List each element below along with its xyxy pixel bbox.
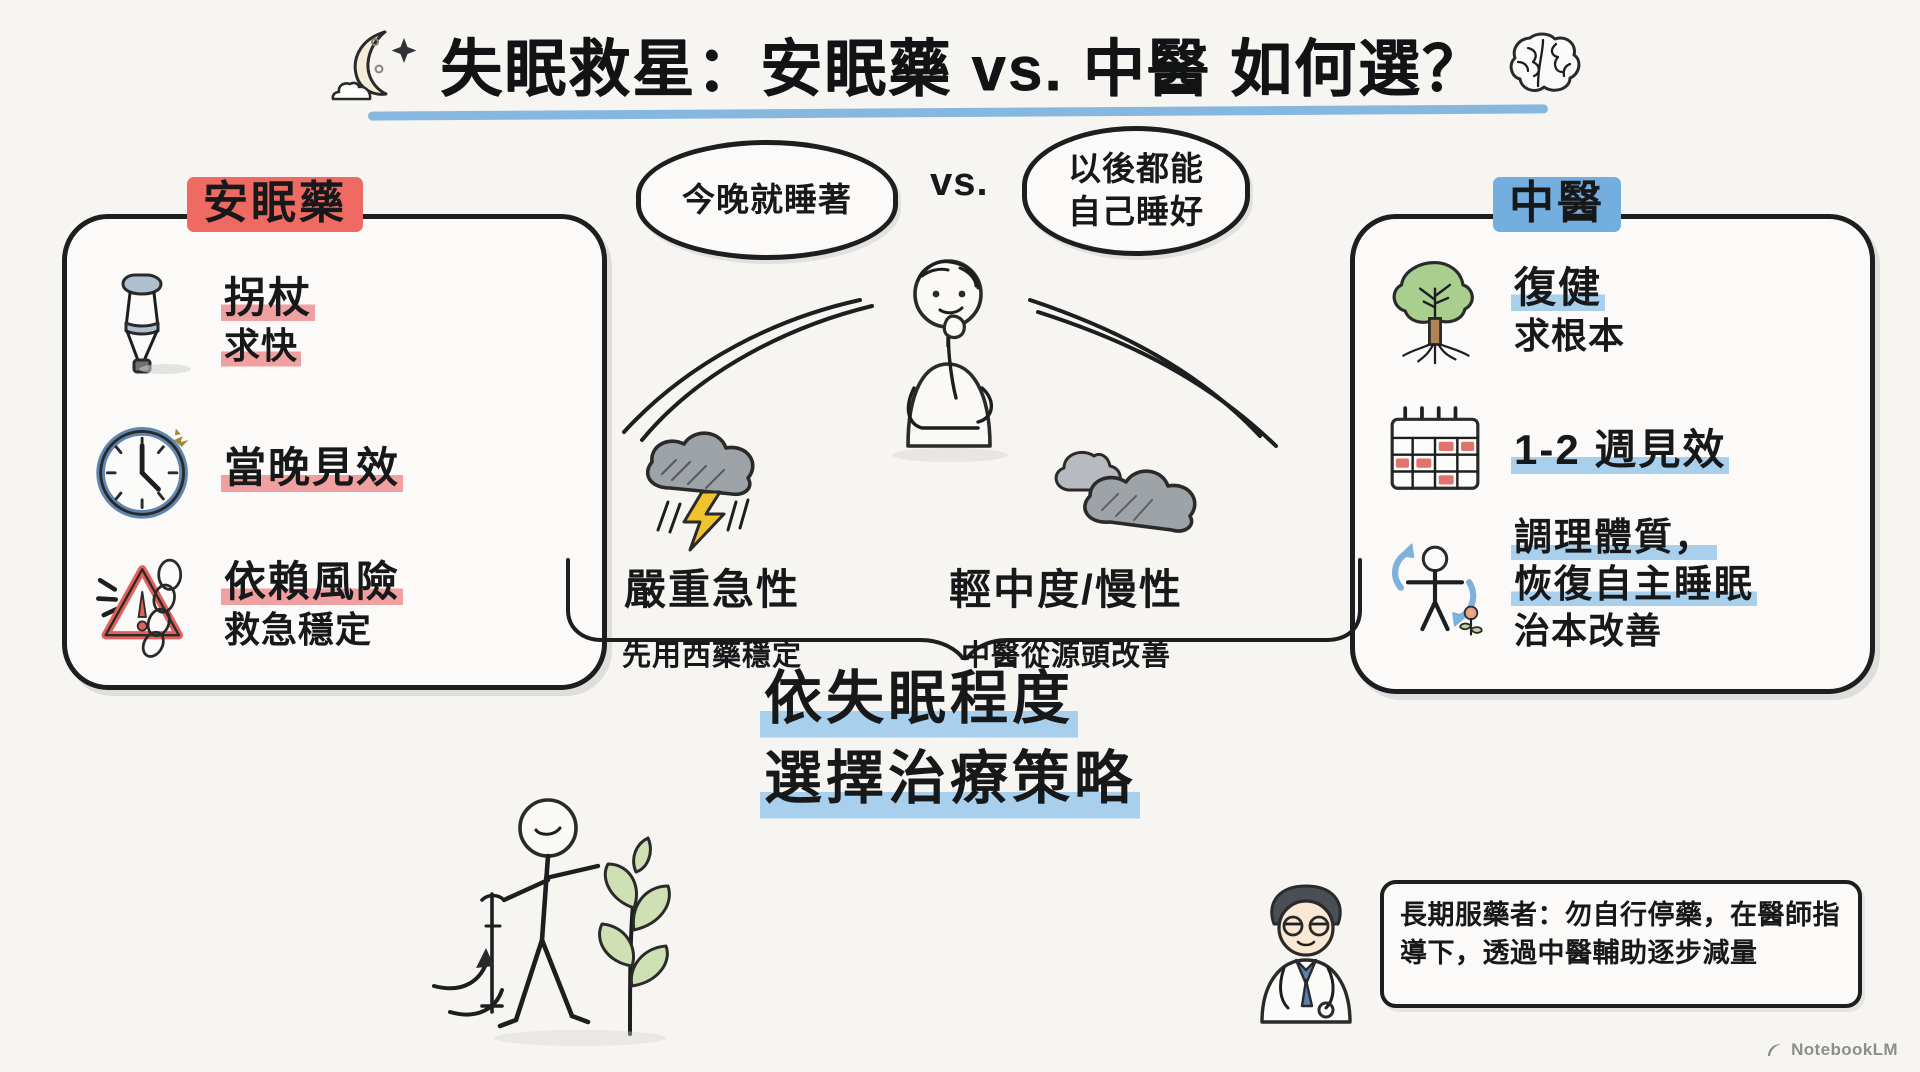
warning-chain-icon (91, 551, 199, 659)
bottom-headline: 依失眠程度 選擇治療策略 (760, 660, 1230, 821)
right-item-1-sub: 求根本 (1514, 314, 1626, 356)
right-item-3-text: 調理體質， 恢復自主睡眠 治本改善 (1511, 517, 1758, 653)
watermark: NotebookLM (1765, 1040, 1898, 1060)
crutch-icon (91, 267, 199, 375)
watermark-label: NotebookLM (1791, 1040, 1898, 1059)
right-item-1-main: 復健 (1511, 263, 1606, 313)
branch-1-label: 嚴重急性 (623, 566, 800, 613)
left-item-2: 當晚見效 (91, 415, 404, 523)
left-item-3: 依賴風險 救急穩定 (91, 551, 404, 659)
left-panel-tag: 安眠藥 (187, 177, 364, 233)
left-item-1-text: 拐杖 求快 (221, 273, 316, 369)
right-item-3-main2: 恢復自主睡眠 (1511, 563, 1758, 609)
right-panel-tcm: 中醫 復健 求根本 (1350, 177, 1875, 694)
thinking-person-icon (892, 259, 1008, 462)
doctor-icon (1260, 884, 1352, 1024)
thought-bubble-left: 今晚就睡著 (636, 140, 898, 260)
right-panel-tag: 中醫 (1493, 177, 1622, 233)
right-item-2-main: 1-2 週見效 (1511, 426, 1730, 476)
tree-icon (1381, 257, 1489, 365)
left-item-1-sub: 求快 (221, 324, 302, 369)
notebooklm-icon (1768, 1043, 1782, 1056)
cloud-icon (1054, 451, 1197, 533)
left-item-3-sub: 救急穩定 (224, 608, 373, 650)
doctor-note-box: 長期服藥者：勿自行停藥，在醫師指導下，透過中醫輔助逐步減量 (1380, 880, 1862, 1008)
storm-cloud-icon (645, 431, 755, 552)
right-item-2-text: 1-2 週見效 (1511, 426, 1730, 476)
left-item-1: 拐杖 求快 (91, 267, 316, 375)
bottom-headline-line-2: 選擇治療策略 (760, 740, 1141, 821)
right-item-3-main: 調理體質， (1511, 517, 1718, 562)
walking-person-plant-icon (432, 798, 671, 1046)
right-item-1: 復健 求根本 (1381, 257, 1628, 365)
right-item-1-text: 復健 求根本 (1511, 263, 1628, 358)
brain-icon (1509, 32, 1581, 92)
clock-icon (91, 415, 199, 523)
left-item-1-main: 拐杖 (221, 273, 316, 323)
vs-label: vs. (930, 160, 989, 204)
branch-2-label: 輕中度/慢性 (949, 566, 1183, 613)
left-item-2-text: 當晚見效 (221, 444, 404, 494)
thought-bubble-right: 以後都能 自己睡好 (1022, 126, 1250, 256)
thought-bubble-left-text: 今晚就睡著 (682, 180, 852, 218)
left-item-3-text: 依賴風險 救急穩定 (221, 557, 404, 652)
page-title-row: 失眠救星：安眠藥 vs. 中醫 如何選？ (0, 18, 1920, 108)
calendar-icon (1381, 397, 1489, 505)
doctor-note-text: 長期服藥者：勿自行停藥，在醫師指導下，透過中醫輔助逐步減量 (1400, 900, 1840, 969)
left-panel-sleeping-pills: 安眠藥 拐杖 求快 (62, 177, 607, 690)
right-item-2: 1-2 週見效 (1381, 397, 1730, 505)
bottom-headline-line-1: 依失眠程度 (760, 660, 1079, 741)
right-item-3: 調理體質， 恢復自主睡眠 治本改善 (1381, 517, 1758, 653)
thought-bubble-right-text: 以後都能 自己睡好 (1068, 150, 1204, 230)
moon-icon (331, 30, 417, 101)
person-cycle-icon (1381, 531, 1489, 639)
flow-connector-lines (566, 298, 1362, 660)
left-item-2-main: 當晚見效 (221, 444, 404, 494)
page-title: 失眠救星：安眠藥 vs. 中醫 如何選？ (440, 35, 1486, 104)
right-item-3-sub: 治本改善 (1514, 610, 1663, 652)
left-item-3-main: 依賴風險 (221, 557, 404, 607)
